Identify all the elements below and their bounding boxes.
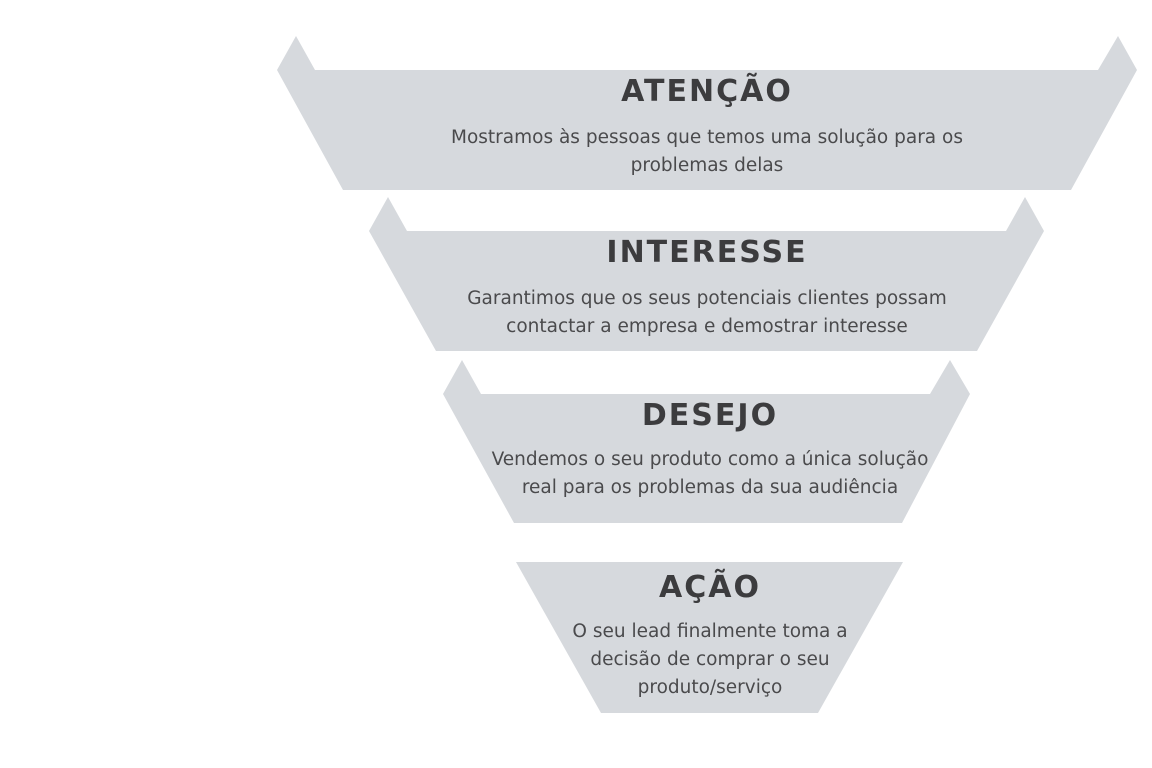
stage-description-line: decisão de comprar o seu xyxy=(590,649,830,670)
stage-title: INTERESSE xyxy=(606,235,808,270)
funnel-stage-4: AÇÃO O seu lead finalmente toma a decisã… xyxy=(560,570,860,702)
stage-description-line: contactar a empresa e demostrar interess… xyxy=(506,316,908,337)
stage-description-line: Garantimos que os seus potenciais client… xyxy=(467,288,947,309)
funnel-stage-3-shape xyxy=(443,360,970,523)
funnel-stage-1: ATENÇÃO Mostramos às pessoas que temos u… xyxy=(407,74,1007,180)
funnel-stage-4-shape xyxy=(516,562,903,713)
stage-description-line: produto/serviço xyxy=(637,677,783,698)
stage-description-line: Mostramos às pessoas que temos uma soluç… xyxy=(451,127,963,148)
funnel-stage-3: DESEJO Vendemos o seu produto como a úni… xyxy=(460,398,960,502)
stage-description-line: Vendemos o seu produto como a única solu… xyxy=(491,449,929,470)
funnel-stage-2-shape xyxy=(369,197,1044,351)
stage-description-line: problemas delas xyxy=(630,155,784,176)
funnel-stage-2: INTERESSE Garantimos que os seus potenci… xyxy=(407,235,1007,341)
funnel-stage-1-shape xyxy=(277,36,1137,190)
stage-description-line: real para os problemas da sua audiência xyxy=(521,477,899,498)
stage-title: ATENÇÃO xyxy=(621,74,793,109)
stage-description-line: O seu lead finalmente toma a xyxy=(572,621,848,642)
stage-title: DESEJO xyxy=(641,398,779,433)
stage-title: AÇÃO xyxy=(659,570,761,605)
